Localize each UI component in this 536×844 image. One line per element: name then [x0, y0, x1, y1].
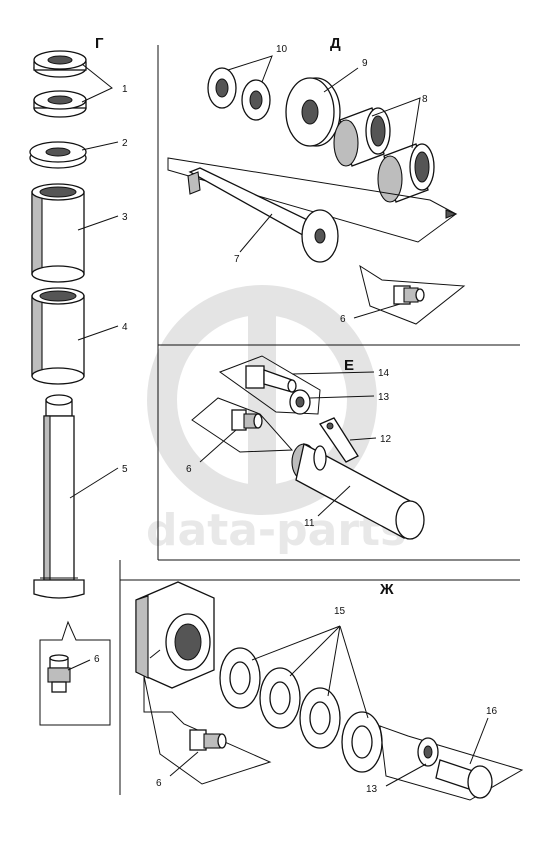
section-g: Г 1 2	[29, 35, 128, 726]
part-13-nut-zh	[379, 725, 524, 801]
part-16-pin	[435, 759, 493, 799]
part-13-nut-e	[289, 389, 311, 415]
callout-d6: 6	[340, 314, 346, 325]
section-d: Д 10 9	[167, 35, 466, 325]
housing-assembly	[135, 581, 215, 689]
part-15-gasket-2	[259, 667, 301, 729]
part-6-grease-fitting-zh	[143, 675, 272, 785]
part-7-pin	[167, 157, 458, 263]
watermark: data-parts	[146, 285, 406, 556]
callout-g1: 1	[122, 84, 128, 95]
callout-zh16: 16	[486, 706, 498, 717]
section-label-zh: Ж	[379, 581, 394, 598]
callout-e6: 6	[186, 464, 192, 475]
callout-e14: 14	[378, 368, 390, 379]
section-zh: Ж 15	[135, 581, 524, 801]
part-10-castle-nut-a	[207, 67, 237, 109]
callout-g2: 2	[122, 138, 128, 149]
watermark-logo-bar	[248, 290, 276, 510]
part-6-grease-fitting-d	[359, 264, 466, 325]
section-e: Е 14 13 12 6	[186, 355, 425, 540]
part-4-sleeve	[31, 287, 85, 385]
part-11-pin	[291, 443, 425, 540]
callout-zh15: 15	[334, 606, 346, 617]
callout-g5: 5	[122, 464, 128, 475]
callout-d7: 7	[234, 254, 240, 265]
callout-d9: 9	[362, 58, 368, 69]
section-dividers	[119, 45, 520, 795]
section-label-d: Д	[330, 35, 341, 52]
part-1-castle-nut-top	[33, 50, 87, 78]
part-3-bushing	[31, 183, 85, 283]
part-8-bushing-a	[333, 107, 391, 167]
callout-g4: 4	[122, 322, 128, 333]
part-15-gasket-3	[299, 687, 341, 749]
callout-e12: 12	[380, 434, 392, 445]
part-12-lock-plate	[319, 417, 359, 463]
callout-g6: 6	[94, 654, 100, 665]
callout-zh13: 13	[366, 784, 378, 795]
section-label-e: Е	[344, 357, 354, 374]
part-9-washer	[285, 77, 341, 147]
part-15-gasket-1	[219, 647, 261, 709]
part-1-castle-nut-bottom	[33, 90, 87, 118]
part-10-castle-nut-b	[241, 79, 271, 121]
part-14-bolt	[218, 355, 321, 415]
callout-e13: 13	[378, 392, 390, 403]
part-6-grease-fitting-e	[191, 397, 294, 453]
part-2-washer	[29, 141, 87, 169]
callout-e11: 11	[304, 518, 315, 529]
part-8-bushing-b	[377, 143, 435, 203]
part-5-pin	[33, 394, 85, 599]
callout-d8: 8	[422, 94, 428, 105]
callout-zh6: 6	[156, 778, 162, 789]
section-label-g: Г	[95, 35, 104, 52]
part-6-grease-fitting-g	[39, 620, 111, 726]
callout-d10: 10	[276, 44, 288, 55]
callout-g3: 3	[122, 212, 128, 223]
part-15-gasket-4	[341, 711, 383, 773]
